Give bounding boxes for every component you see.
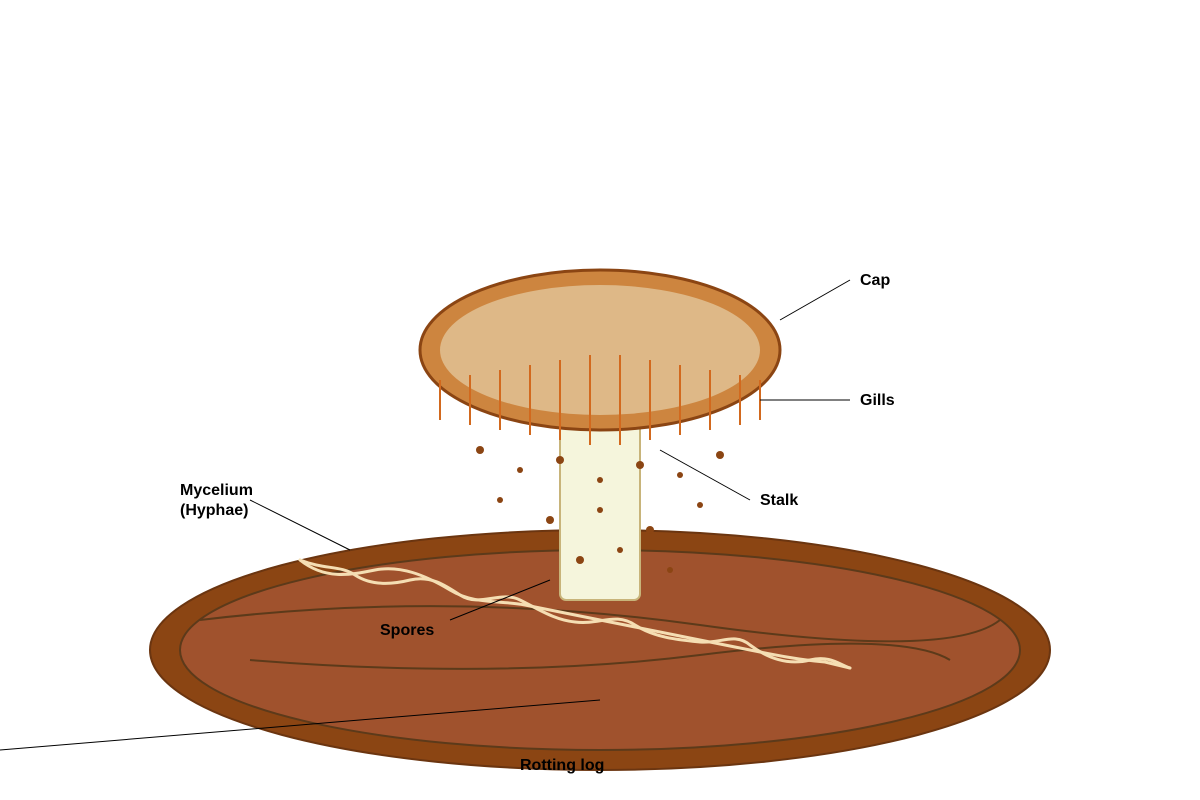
rotting-log-leader-line [0,699,601,751]
rotting-log-label: Rotting log [520,757,604,774]
spore [716,451,724,459]
mushroom-stalk [559,409,641,601]
spore [677,472,683,478]
spore [697,502,703,508]
stalk-leader-line [659,449,751,501]
spores-label: Spores [380,622,434,639]
spore [636,461,644,469]
spore [517,467,523,473]
spore [617,547,623,553]
spores-leader-line [449,579,551,621]
mycelium-hyphae [298,558,852,670]
log-grain-line [199,605,1001,643]
spore [546,516,554,524]
hypha-strand [298,558,852,670]
spore [597,507,603,513]
cap-underside [440,285,760,415]
hyphae-label: (Hyphae) [180,502,248,519]
spore [667,567,673,573]
gills-label: Gills [860,392,895,409]
stalk-label: Stalk [760,492,798,509]
cap-leader-line [779,279,851,321]
spore [576,556,584,564]
mushroom-cap [418,268,782,432]
hypha-strand [298,558,852,670]
mycelium-leader-line [249,499,351,551]
spore [497,497,503,503]
log-grain-line [249,642,951,670]
spore [556,456,564,464]
mycelium-label: Mycelium [180,482,253,499]
cap-label: Cap [860,272,890,289]
labels: Cap Gills Stalk Mycelium (Hyphae) Spores… [180,272,895,774]
spore [646,526,654,534]
rotting-log [149,529,1051,771]
spore [597,477,603,483]
spores [476,446,724,573]
spore [476,446,484,454]
leader-lines [0,279,851,751]
